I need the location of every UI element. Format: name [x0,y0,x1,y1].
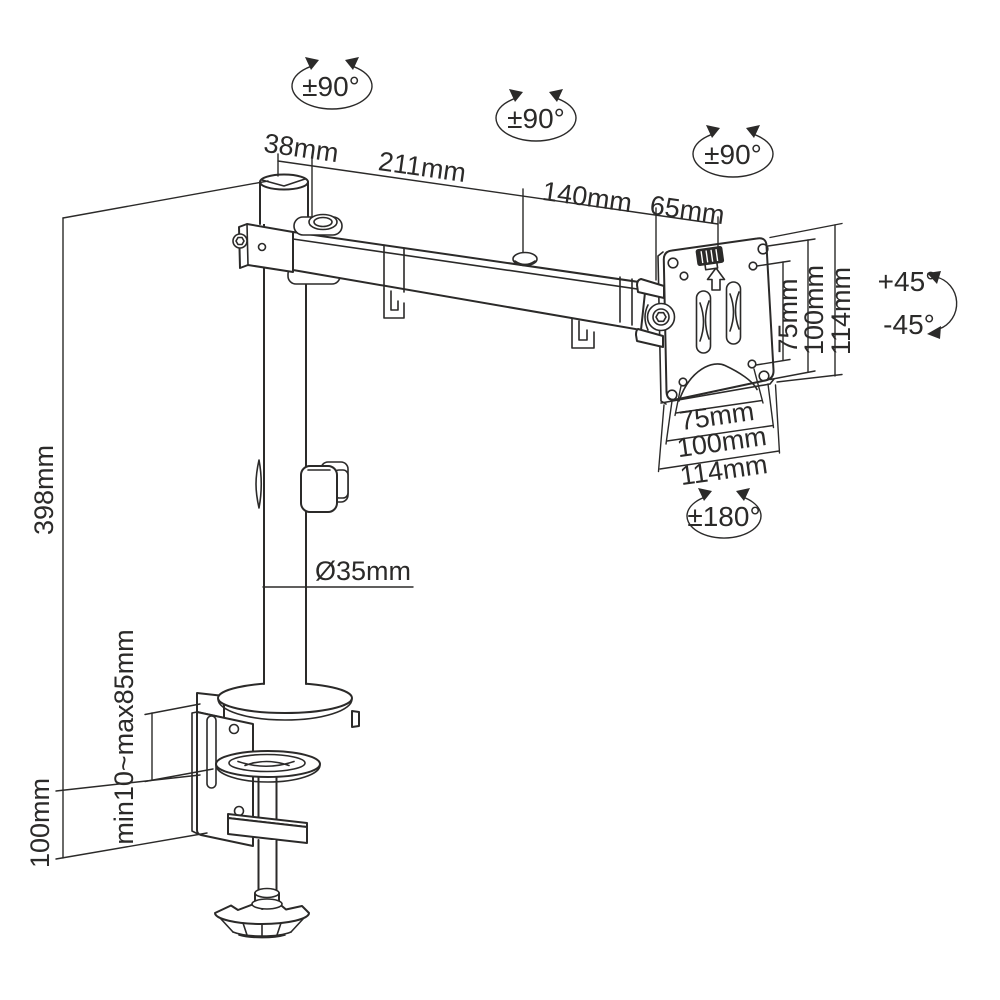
tilt-hinge [635,278,676,348]
vesa-hole-100-tl [667,257,679,269]
swivel-arm-symbol [495,89,577,142]
label-vesa-v100: 100mm [799,265,829,355]
vesa-hole-75-bl [678,377,688,387]
vesa-hole-100-tr [757,243,769,255]
dim-vesa-h100 [666,424,774,442]
label-arm-section-1: 211mm [377,146,468,188]
label-swivel-pole: ±90° [302,71,360,102]
label-tilt-up: +45° [878,266,937,297]
dim-chain-top [277,160,719,225]
swivel-pole-symbol [291,57,373,110]
clamp-top-arm-tip [351,710,360,728]
label-arm-section-2: 140mm [541,176,634,218]
arm [232,213,647,349]
vesa-thumbscrew [695,246,725,271]
vesa-hole-100-br [758,370,770,382]
label-pole-diameter: Ø35mm [315,556,411,586]
desk-plate [217,682,353,714]
vesa-head [635,237,775,405]
desk-clamp [191,682,360,939]
swivel-vesa-symbol [692,125,774,178]
arm-mid-screw [512,251,538,267]
label-swivel-arm: ±90° [507,103,565,134]
dim-vesa-h75 [675,399,763,414]
arm-cable-clip-1 [383,288,405,319]
arm-cable-clip-2 [571,318,595,349]
rotate-plate-symbol [686,488,762,539]
clamp-slot [206,715,217,789]
label-vesa-v75: 75mm [773,278,803,353]
label-rotate-plate: ±180° [687,501,760,532]
dimension-lines [55,153,843,860]
pole [259,173,309,685]
label-cap-width: 38mm [262,128,340,168]
label-pole-height: 398mm [29,445,59,535]
tilt-arc-symbol [927,271,958,339]
label-clamp-drop: 100mm [25,778,55,868]
label-tilt-down: -45° [883,309,935,340]
dim-vesa-h114 [659,450,780,470]
vesa-hole-75-br [747,359,757,369]
vesa-hole-75-tl [679,271,689,281]
clamp-knob [214,898,310,939]
pole-cable-clip [255,459,349,513]
label-desk-thickness: min10~max85mm [109,629,139,844]
label-vesa-v114: 114mm [826,267,856,355]
clamp-hole-upper [228,723,240,735]
label-vesa-offset: 65mm [648,190,726,230]
vesa-hole-100-bl [666,389,678,401]
rotation-symbols [291,57,958,539]
up-arrow-icon [706,267,726,291]
label-swivel-vesa: ±90° [704,139,762,170]
